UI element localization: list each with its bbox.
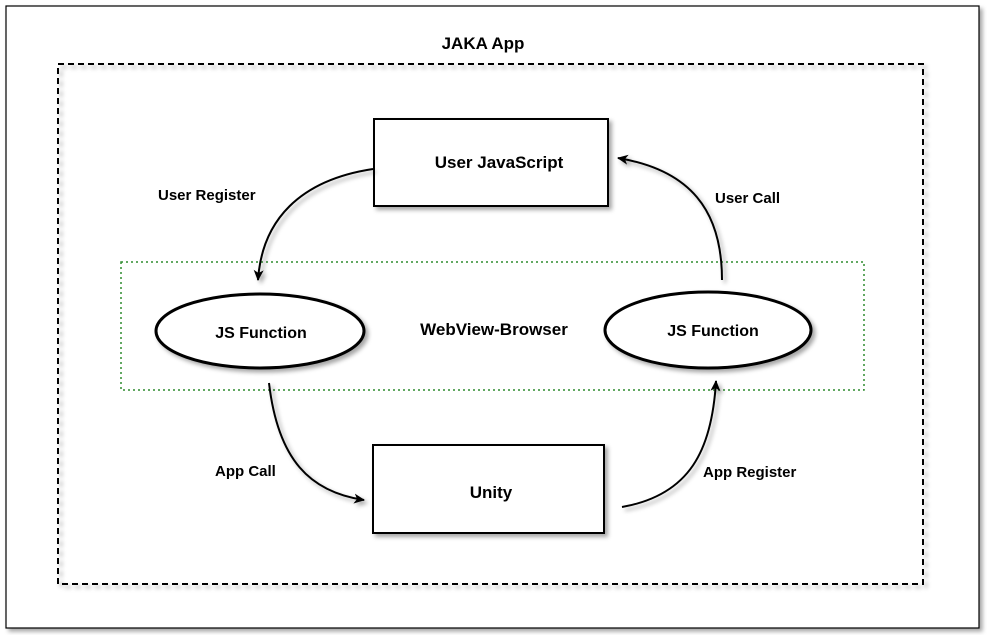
app-register-label: App Register [703,464,797,481]
app-call-label: App Call [215,463,276,480]
unity-box [372,444,605,534]
diagram-title: JAKA App [442,34,525,53]
user-call-label: User Call [715,190,780,207]
webview-label: WebView-Browser [420,320,568,339]
app-call-arrow [268,382,365,504]
js-function-left-ellipse [154,292,366,370]
app-register-arrow [621,380,721,508]
js-function-left-label: JS Function [215,325,307,342]
user-call-arrow [617,154,723,281]
webview-container [120,261,865,391]
unity-label: Unity [470,483,513,502]
user-register-arrow [253,168,374,281]
user-register-label: User Register [158,187,256,204]
app-container [57,63,924,585]
js-function-right-label: JS Function [667,323,759,340]
js-function-right-ellipse [603,290,813,370]
page-frame [5,5,980,629]
user-javascript-label: User JavaScript [435,153,564,172]
user-javascript-box [373,118,609,207]
